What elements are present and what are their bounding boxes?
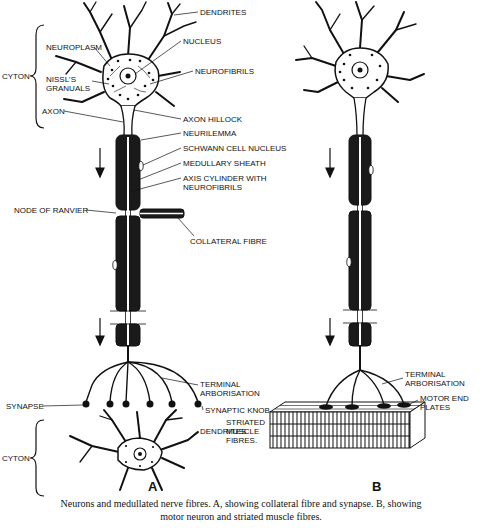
part-label: NEURILEMMA xyxy=(183,129,236,138)
figure-caption: Neurons and medullated nerve fibres. A, … xyxy=(56,497,426,523)
lower-cell-body xyxy=(118,438,162,470)
part-label: CYTON xyxy=(2,454,30,463)
part-label: SYNAPTIC KNOB xyxy=(205,406,270,415)
part-label: NUCLEUS xyxy=(183,37,221,46)
cyton-brace xyxy=(30,25,44,496)
synaptic-knobs xyxy=(83,401,202,408)
terminal-arborisation xyxy=(326,346,404,406)
part-label: AXON xyxy=(42,107,65,116)
part-label: SYNAPSE xyxy=(6,402,44,411)
part-label: SCHWANN CELL NUCLEUS xyxy=(183,144,286,153)
motor-end-plates xyxy=(319,402,411,410)
medullated-fibre xyxy=(343,135,377,346)
part-label: NEUROFIBRILS xyxy=(195,67,254,76)
part-label: DENDRITES xyxy=(200,8,246,17)
part-label: TERMINAL ARBORISATION xyxy=(405,370,480,388)
part-label: TERMINAL ARBORISATION xyxy=(200,380,275,398)
striated-muscle xyxy=(270,402,425,448)
part-label: NODE OF RANVIER xyxy=(14,206,88,215)
part-label: MOTOR END PLATES xyxy=(420,394,475,412)
part-label: AXIS CYLINDER WITH NEUROFIBRILS xyxy=(183,174,298,192)
part-label: CYTON xyxy=(2,72,30,81)
part-label: COLLATERAL FIBRE xyxy=(190,237,267,246)
part-label: AXON HILLOCK xyxy=(183,115,242,124)
panel-letter: A xyxy=(148,480,157,495)
cell-body xyxy=(103,54,159,136)
part-label: MEDULLARY SHEATH xyxy=(183,159,266,168)
terminal-arborisation xyxy=(86,346,198,402)
part-label: STRIATED MUSCLE FIBRES. xyxy=(226,418,270,446)
part-label: NEUROPLASM xyxy=(46,43,102,52)
part-label: NISSL'S GRANUALS xyxy=(46,75,96,93)
cell-body xyxy=(335,48,388,136)
panel-letter: B xyxy=(372,480,381,495)
leader-lines xyxy=(42,12,418,438)
dendrite-branches xyxy=(296,2,424,102)
impulse-arrows xyxy=(96,148,334,345)
medullated-fibre xyxy=(110,135,184,346)
lower-dendrites xyxy=(70,410,198,490)
